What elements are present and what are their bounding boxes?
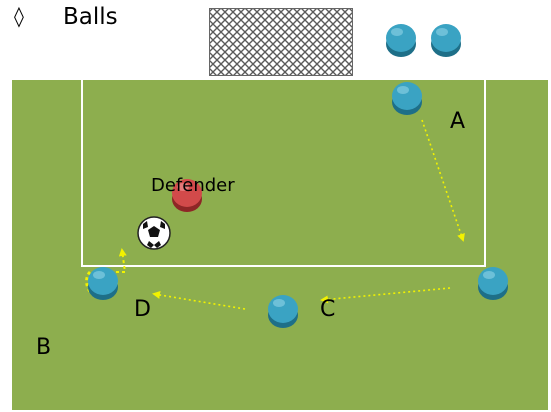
pitch-surface [12, 80, 548, 410]
attacker-a-icon [392, 82, 422, 115]
spare-ball-icon [386, 24, 416, 57]
spare-balls-group [383, 18, 465, 60]
legend-balls-label: Balls [63, 4, 118, 30]
spare-ball-icon [431, 24, 461, 57]
player-label-c: C [320, 297, 335, 322]
pitch [12, 80, 548, 410]
player-label-b: B [36, 335, 51, 360]
goal-net-icon [209, 8, 353, 76]
defender-label: Defender [151, 175, 235, 196]
attacker-right-icon [478, 267, 508, 300]
player-label-d: D [134, 297, 151, 322]
legend-bullet-icon: ◊ [14, 4, 24, 28]
attacker-c-icon [268, 295, 298, 328]
player-label-a: A [450, 109, 465, 134]
soccer-ball-icon [138, 217, 170, 249]
attacker-d-icon [88, 267, 118, 300]
